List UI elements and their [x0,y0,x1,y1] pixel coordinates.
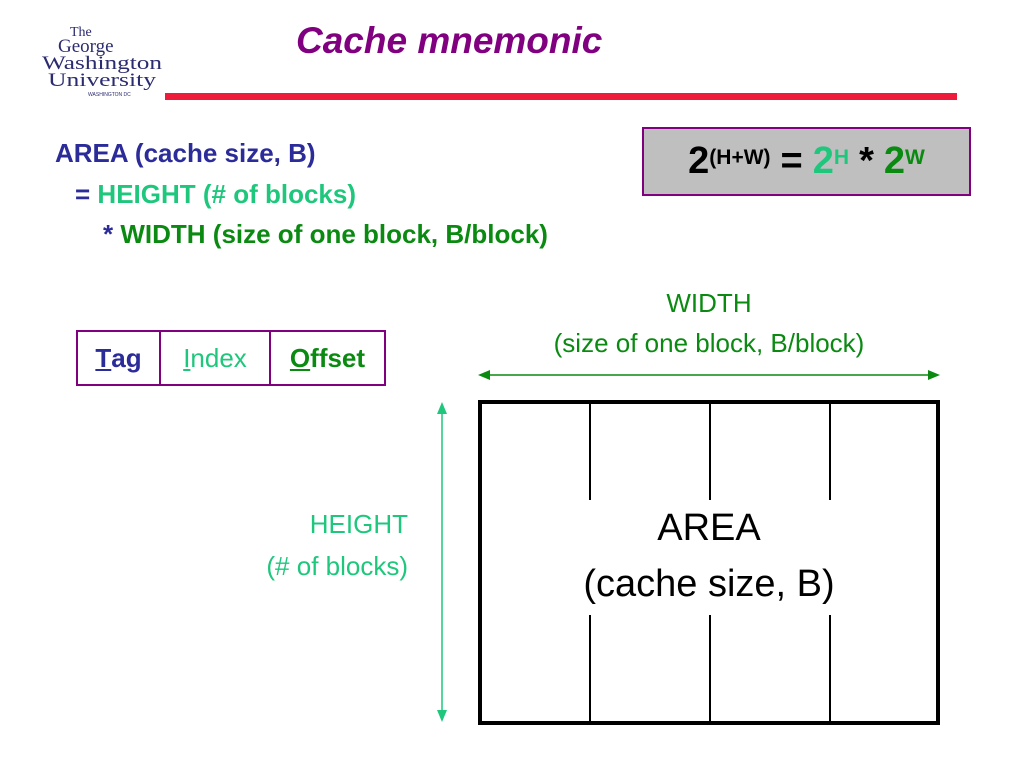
width-label: WIDTH (size of one block, B/block) [478,283,940,363]
definition-width: WIDTH (size of one block, B/block) [120,219,548,249]
area-label: AREA (cache size, B) [482,500,936,615]
offset-initial: O [289,342,311,373]
width-label-detail: (size of one block, B/block) [553,328,865,358]
eq-times: * [859,140,874,182]
height-label-title: HEIGHT [309,509,408,539]
eq-base-2: 2 [812,140,834,182]
university-logo: The George Washington University WASHING… [40,22,165,100]
eq-exponent-w: W [905,145,925,169]
logo-line-4: University [48,70,157,91]
eq-base-1: 2 [688,140,710,182]
logo-line-2: George [58,36,114,57]
title-divider [165,93,957,100]
area-label-detail: (cache size, B) [583,563,835,605]
height-label-detail: (# of blocks) [266,551,408,581]
width-label-title: WIDTH [666,288,752,318]
definition-width-line: * WIDTH (size of one block, B/block) [103,219,548,250]
definition-height: HEIGHT (# of blocks) [97,179,356,209]
height-arrow [437,402,447,722]
logo-line-1: The [70,25,92,40]
times-sign: * [103,219,114,249]
slide-title: Cache mnemonic [296,20,603,61]
eq-exponent-h: H [833,145,850,169]
height-label: HEIGHT (# of blocks) [180,503,408,587]
logo-line-3: Washington [42,53,163,74]
eq-equals: = [780,140,803,182]
definition-area: AREA (cache size, B) [55,138,316,168]
equals-sign: = [75,179,91,209]
area-label-title: AREA [657,507,761,549]
definition-height-line: = HEIGHT (# of blocks) [75,179,356,210]
width-arrow [478,370,940,380]
eq-exponent-hw: (H+W) [709,145,771,169]
tag-rest: ag [111,342,142,373]
tag-initial: T [95,342,112,373]
index-rest: ndex [190,342,247,373]
eq-base-3: 2 [883,140,905,182]
index-initial: I [183,342,191,373]
offset-rest: ffset [310,342,366,373]
logo-line-5: WASHINGTON DC [88,92,131,98]
